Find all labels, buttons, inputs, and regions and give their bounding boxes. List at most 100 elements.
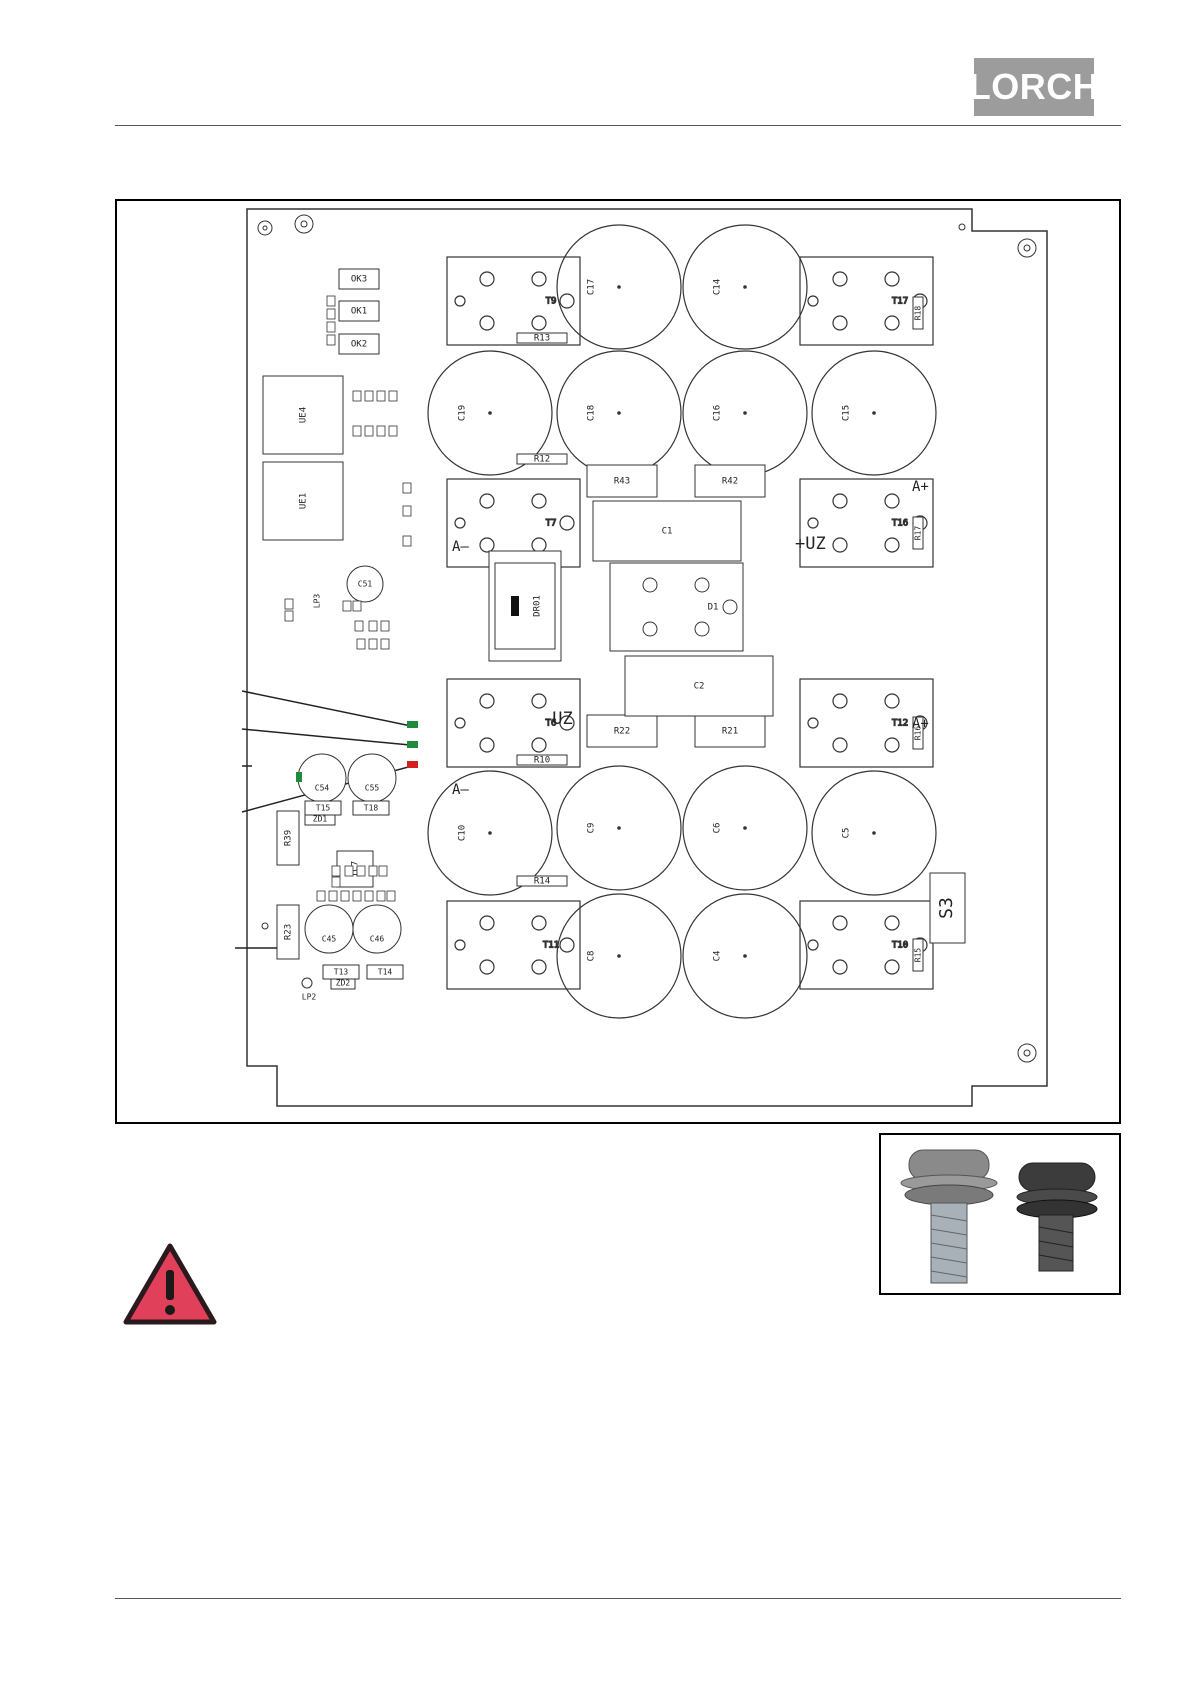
smd-part <box>369 866 377 876</box>
optocoupler-ok2-label: OK2 <box>351 340 367 350</box>
resistor-r18-label: R18 <box>914 306 923 321</box>
capacitor-c14: C14 <box>683 225 807 349</box>
optocoupler-ok2: OK2 <box>339 334 379 354</box>
led-green-3 <box>296 772 302 782</box>
smd-part <box>345 866 353 876</box>
resistor-r14-label: R14 <box>534 877 550 887</box>
warning-icon <box>120 1240 220 1334</box>
transistor-t18: T18 <box>353 801 389 815</box>
resistor-r18: R18 <box>913 297 923 329</box>
brand-text: LORCH <box>969 66 1100 108</box>
capacitor-label: C8 <box>587 951 597 962</box>
capacitor-label: C6 <box>713 823 723 834</box>
optocoupler-ok1-label: OK1 <box>351 307 367 317</box>
optocoupler-ok3: OK3 <box>339 269 379 289</box>
optocoupler-ok1: OK1 <box>339 301 379 321</box>
smd-part <box>327 335 335 345</box>
smd-part <box>353 601 361 611</box>
transistor-label: T10 <box>892 941 908 951</box>
zener-zd1-label: ZD1 <box>313 815 328 824</box>
transistor-label: T17 <box>892 297 908 307</box>
smd-part <box>379 866 387 876</box>
smd-part <box>365 891 373 901</box>
resistor-r39-label: R39 <box>284 830 294 846</box>
led-green-2 <box>407 741 418 748</box>
smd-part <box>353 426 361 436</box>
lamp-label: LP2 <box>302 993 317 1002</box>
module-ue4: UE4 <box>263 376 343 454</box>
resistor-r12-label: R12 <box>534 455 550 465</box>
capacitor-label: C10 <box>458 825 468 841</box>
capacitor-label: C14 <box>713 279 723 295</box>
capacitor-c15: C15 <box>812 351 936 475</box>
resistor-r13-label: R13 <box>534 334 550 344</box>
optocoupler-ok3-label: OK3 <box>351 275 367 285</box>
a-plus-label-1: A+ <box>912 479 929 495</box>
smd-part <box>377 891 385 901</box>
smd-part <box>355 621 363 631</box>
resistor-r23: R23 <box>277 905 299 959</box>
resistor-r22: R22 <box>587 715 657 747</box>
smd-part <box>365 391 373 401</box>
smd-part <box>377 391 385 401</box>
capacitor-c6: C6 <box>683 766 807 890</box>
choke-label: DR01 <box>533 595 543 617</box>
capacitor-c18: C18 <box>557 351 681 475</box>
resistor-r43-label: R43 <box>614 477 630 487</box>
resistor-r17-label: R17 <box>914 526 923 541</box>
smd-part <box>353 891 361 901</box>
resistor-r15: R15 <box>913 939 923 971</box>
capacitor-label: C5 <box>842 828 852 839</box>
capacitor-c4: C4 <box>683 894 807 1018</box>
resistor-r22-label: R22 <box>614 727 630 737</box>
led-green-1 <box>407 721 418 728</box>
lamp-lp2: LP2 <box>302 978 317 1002</box>
plus-uz-label: +UZ <box>795 534 826 554</box>
resistor-r43: R43 <box>587 465 657 497</box>
ic-ic7: IC7 <box>337 851 373 887</box>
module-ue1: UE1 <box>263 462 343 540</box>
resistor-r23-label: R23 <box>284 924 294 940</box>
smd-part <box>327 296 335 306</box>
smd-part <box>285 611 293 621</box>
capacitor-c5: C5 <box>812 771 936 895</box>
resistor-r39: R39 <box>277 811 299 865</box>
resistor-r21: R21 <box>695 715 765 747</box>
smd-part <box>403 536 411 546</box>
a-minus-label-2: A– <box>452 782 469 798</box>
connector-label: S3 <box>936 897 957 919</box>
resistor-r13: R13 <box>517 333 567 344</box>
smd-part <box>377 426 385 436</box>
smd-part <box>369 639 377 649</box>
capacitor-c51: C51 <box>347 566 383 602</box>
small-cap-label: C54 <box>315 784 330 793</box>
lamp-label: LP3 <box>313 594 322 609</box>
smd-part <box>381 639 389 649</box>
module-ue4-label: UE4 <box>299 407 309 423</box>
a-plus-label-2: A+ <box>912 716 929 732</box>
module-ue1-label: UE1 <box>299 493 309 509</box>
small-cap-label: C55 <box>365 784 380 793</box>
transistor-t14: T14 <box>367 965 403 979</box>
capacitor-label: C18 <box>587 405 597 421</box>
heatsink-t9: T9 <box>447 257 580 345</box>
smd-part <box>365 426 373 436</box>
capacitor-c1-label: C1 <box>662 527 673 537</box>
resistor-r14: R14 <box>517 876 567 887</box>
capacitor-c1: C1 <box>593 501 741 561</box>
smd-part <box>369 621 377 631</box>
smd-part <box>389 391 397 401</box>
capacitor-label: C15 <box>842 405 852 421</box>
transistor-t15-label: T15 <box>316 804 331 813</box>
diode-label: D1 <box>708 603 719 613</box>
transistor-t15: T15 <box>305 801 341 815</box>
pcb-diagram: T9T17T7T16T6T12T11T10 C17C14C19C18C16C15… <box>115 199 1121 1124</box>
screw-photo <box>879 1133 1121 1295</box>
transistor-t18-label: T18 <box>364 804 379 813</box>
capacitor-label: C9 <box>587 823 597 834</box>
resistor-r15-label: R15 <box>914 948 923 963</box>
transistor-label: T11 <box>543 941 559 951</box>
choke-dr01: DR01 <box>489 551 561 661</box>
resistor-r10-label: R10 <box>534 756 550 766</box>
capacitor-c55: C55 <box>348 754 396 802</box>
